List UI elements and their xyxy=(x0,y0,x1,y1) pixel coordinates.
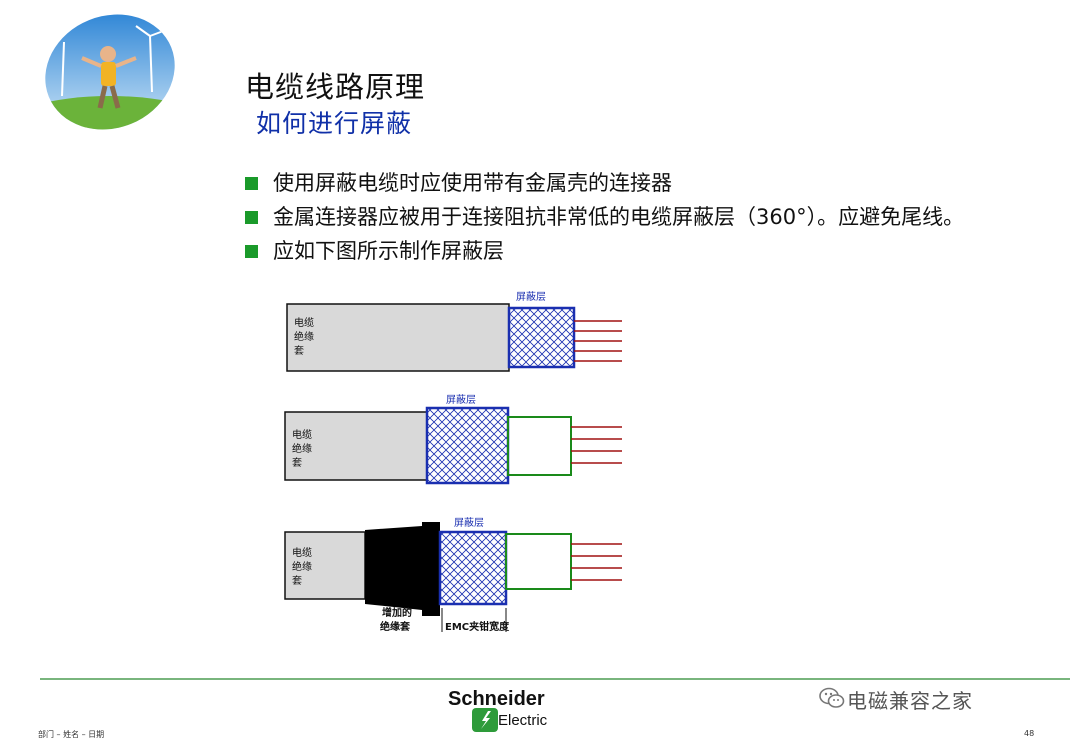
emc-clamp-label: EMC夹钳宽度 xyxy=(445,620,510,633)
watermark-text: 电磁兼容之家 xyxy=(847,689,973,713)
bullet-square-icon xyxy=(245,177,258,190)
cable-diagram-3: 电缆 绝缘 套 屏蔽层 增加的 绝缘套 EMC夹钳宽度 xyxy=(284,517,622,633)
bullet-square-icon xyxy=(245,245,258,258)
jacket-label-line: 套 xyxy=(292,456,302,469)
page-number: 48 xyxy=(1024,729,1035,738)
page-title: 电缆线路原理 xyxy=(245,70,426,104)
conductor-wires xyxy=(574,320,622,362)
jacket-label-line: 套 xyxy=(292,574,302,587)
footer-divider xyxy=(40,678,1070,680)
cable-jacket xyxy=(284,411,428,481)
cable-jacket xyxy=(284,531,366,600)
jacket-label-line: 电缆 xyxy=(292,428,312,441)
cable-diagram-2: 电缆 绝缘 套 屏蔽层 xyxy=(284,394,622,485)
conductor-wires xyxy=(571,543,622,581)
bullet-text: 使用屏蔽电缆时应使用带有金属壳的连接器 xyxy=(273,171,672,195)
shield-label: 屏蔽层 xyxy=(516,291,546,303)
shield-label: 屏蔽层 xyxy=(446,394,476,406)
extra-jacket-label-line: 绝缘套 xyxy=(380,620,411,633)
jacket-label-line: 绝缘 xyxy=(292,560,312,573)
drain-wire-loop xyxy=(505,533,572,590)
bullet-square-icon xyxy=(245,211,258,224)
bullet-text: 应如下图所示制作屏蔽层 xyxy=(273,239,504,263)
brand-name: Schneider xyxy=(448,688,545,710)
bullet-item: 金属连接器应被用于连接阻抗非常低的电缆屏蔽层（360°）。应避免尾线。 xyxy=(243,202,1033,232)
cable-jacket xyxy=(286,303,510,372)
conductor-wires xyxy=(571,426,622,464)
jacket-label-line: 套 xyxy=(294,344,304,357)
schneider-logo-icon xyxy=(472,708,498,732)
jacket-label-line: 绝缘 xyxy=(294,330,314,343)
cable-diagram-1: 电缆 绝缘 套 屏蔽层 xyxy=(286,291,622,372)
extra-insulation-sleeve xyxy=(365,522,440,616)
wechat-icon xyxy=(819,687,845,708)
bullet-list: 使用屏蔽电缆时应使用带有金属壳的连接器 金属连接器应被用于连接阻抗非常低的电缆屏… xyxy=(243,168,1033,270)
shield-label: 屏蔽层 xyxy=(454,517,484,529)
brand-name-line2: Electric xyxy=(498,712,548,729)
emc-width-bracket xyxy=(441,608,507,632)
bullet-item: 使用屏蔽电缆时应使用带有金属壳的连接器 xyxy=(243,168,1033,198)
jacket-label-line: 电缆 xyxy=(294,316,314,329)
cable-shield-diagram: 电缆 绝缘 套 屏蔽层 电缆 绝缘 套 屏蔽层 电缆 绝缘 套 xyxy=(284,291,622,633)
extra-jacket-label-line: 增加的 xyxy=(382,606,412,619)
jacket-label-line: 绝缘 xyxy=(292,442,312,455)
footer-meta: 部门 – 姓名 – 日期 xyxy=(38,730,105,739)
jacket-label-line: 电缆 xyxy=(292,546,312,559)
bullet-text: 金属连接器应被用于连接阻抗非常低的电缆屏蔽层（360°）。应避免尾线。 xyxy=(273,205,965,229)
bullet-item: 应如下图所示制作屏蔽层 xyxy=(243,236,1033,266)
shield-braid xyxy=(438,530,508,606)
drain-wire-loop xyxy=(507,416,572,476)
shield-braid xyxy=(425,406,510,485)
logo-photo xyxy=(40,12,180,132)
shield-braid xyxy=(507,306,576,369)
page-subtitle: 如何进行屏蔽 xyxy=(256,109,413,138)
